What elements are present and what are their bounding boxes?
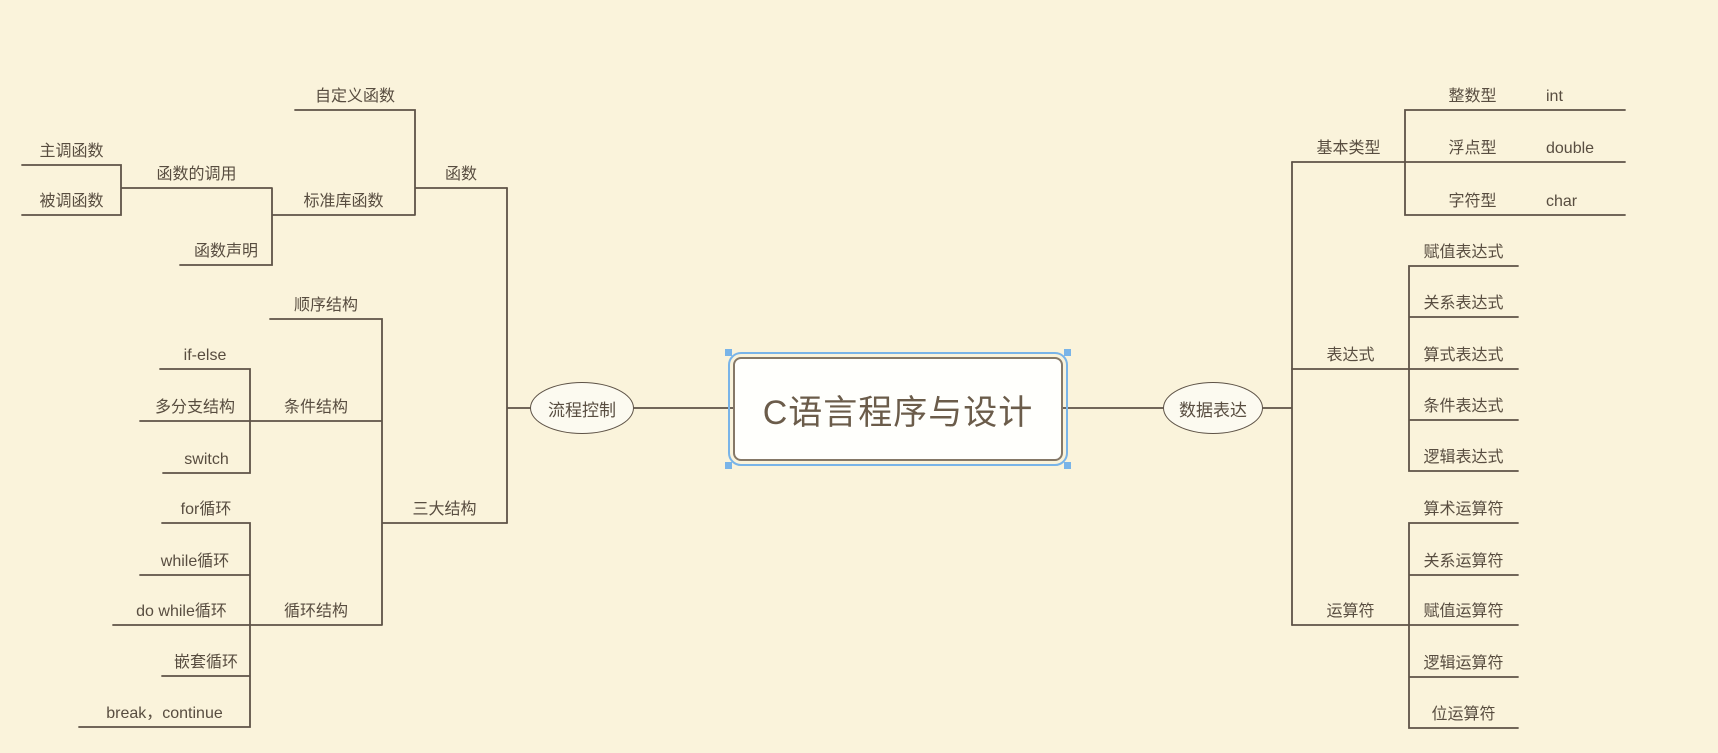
node-int[interactable]: int [1546, 88, 1563, 105]
node-operators[interactable]: 运算符 [1326, 603, 1375, 620]
wire-function-subtree [21, 109, 508, 266]
hub-data-expression[interactable]: 数据表达 [1163, 382, 1263, 434]
node-for-loop[interactable]: for循环 [180, 501, 232, 518]
node-assignment-expr[interactable]: 赋值表达式 [1423, 244, 1504, 261]
wire-right-main [1062, 161, 1293, 626]
node-char-type[interactable]: 字符型 [1448, 193, 1497, 210]
node-function-call[interactable]: 函数的调用 [156, 166, 237, 183]
node-char[interactable]: char [1546, 193, 1578, 210]
node-expression[interactable]: 表达式 [1326, 347, 1375, 364]
node-relational-op[interactable]: 关系运算符 [1423, 553, 1504, 570]
node-sequence-structure[interactable]: 顺序结构 [293, 297, 358, 314]
hub-flow-control[interactable]: 流程控制 [530, 382, 634, 434]
wire-operators-subtree [1291, 522, 1519, 729]
node-assignment-op[interactable]: 赋值运算符 [1423, 603, 1504, 620]
node-callee-function[interactable]: 被调函数 [39, 193, 104, 210]
node-loop-structure[interactable]: 循环结构 [283, 603, 348, 620]
node-stdlib-function[interactable]: 标准库函数 [303, 193, 384, 210]
node-switch[interactable]: switch [184, 451, 229, 468]
wire-basic-types-subtree [1291, 109, 1626, 216]
central-topic[interactable]: C语言程序与设计 [728, 352, 1068, 466]
node-conditional-structure[interactable]: 条件结构 [283, 399, 348, 416]
node-relational-expr[interactable]: 关系表达式 [1423, 295, 1504, 312]
node-logical-expr[interactable]: 逻辑表达式 [1423, 449, 1504, 466]
node-function-declaration[interactable]: 函数声明 [193, 243, 258, 260]
node-arithmetic-expr[interactable]: 算式表达式 [1423, 347, 1504, 364]
node-integer-type[interactable]: 整数型 [1448, 88, 1497, 105]
node-multi-branch[interactable]: 多分支结构 [154, 399, 235, 416]
node-bitwise-op[interactable]: 位运算符 [1431, 706, 1496, 723]
node-function[interactable]: 函数 [444, 166, 477, 183]
node-conditional-expr[interactable]: 条件表达式 [1423, 398, 1504, 415]
wire-expressions-subtree [1291, 265, 1519, 472]
node-logical-op[interactable]: 逻辑运算符 [1423, 655, 1504, 672]
wire-structures-subtree [78, 318, 508, 728]
selection-handle-bottom-right[interactable] [1064, 462, 1071, 469]
node-caller-function[interactable]: 主调函数 [39, 143, 104, 160]
selection-handle-bottom-left[interactable] [725, 462, 732, 469]
node-double[interactable]: double [1546, 140, 1595, 157]
node-custom-function[interactable]: 自定义函数 [314, 88, 395, 105]
wire-left-main [506, 187, 734, 524]
node-if-else[interactable]: if-else [183, 347, 227, 364]
node-float-type[interactable]: 浮点型 [1448, 140, 1497, 157]
node-three-structures[interactable]: 三大结构 [412, 501, 477, 518]
node-do-while-loop[interactable]: do while循环 [136, 603, 227, 620]
node-break-continue[interactable]: break，continue [106, 705, 223, 722]
node-while-loop[interactable]: while循环 [160, 553, 230, 570]
node-nested-loop[interactable]: 嵌套循环 [173, 654, 238, 671]
selection-handle-top-left[interactable] [725, 349, 732, 356]
selection-handle-top-right[interactable] [1064, 349, 1071, 356]
node-basic-types[interactable]: 基本类型 [1316, 140, 1381, 157]
node-arithmetic-op[interactable]: 算术运算符 [1423, 501, 1504, 518]
